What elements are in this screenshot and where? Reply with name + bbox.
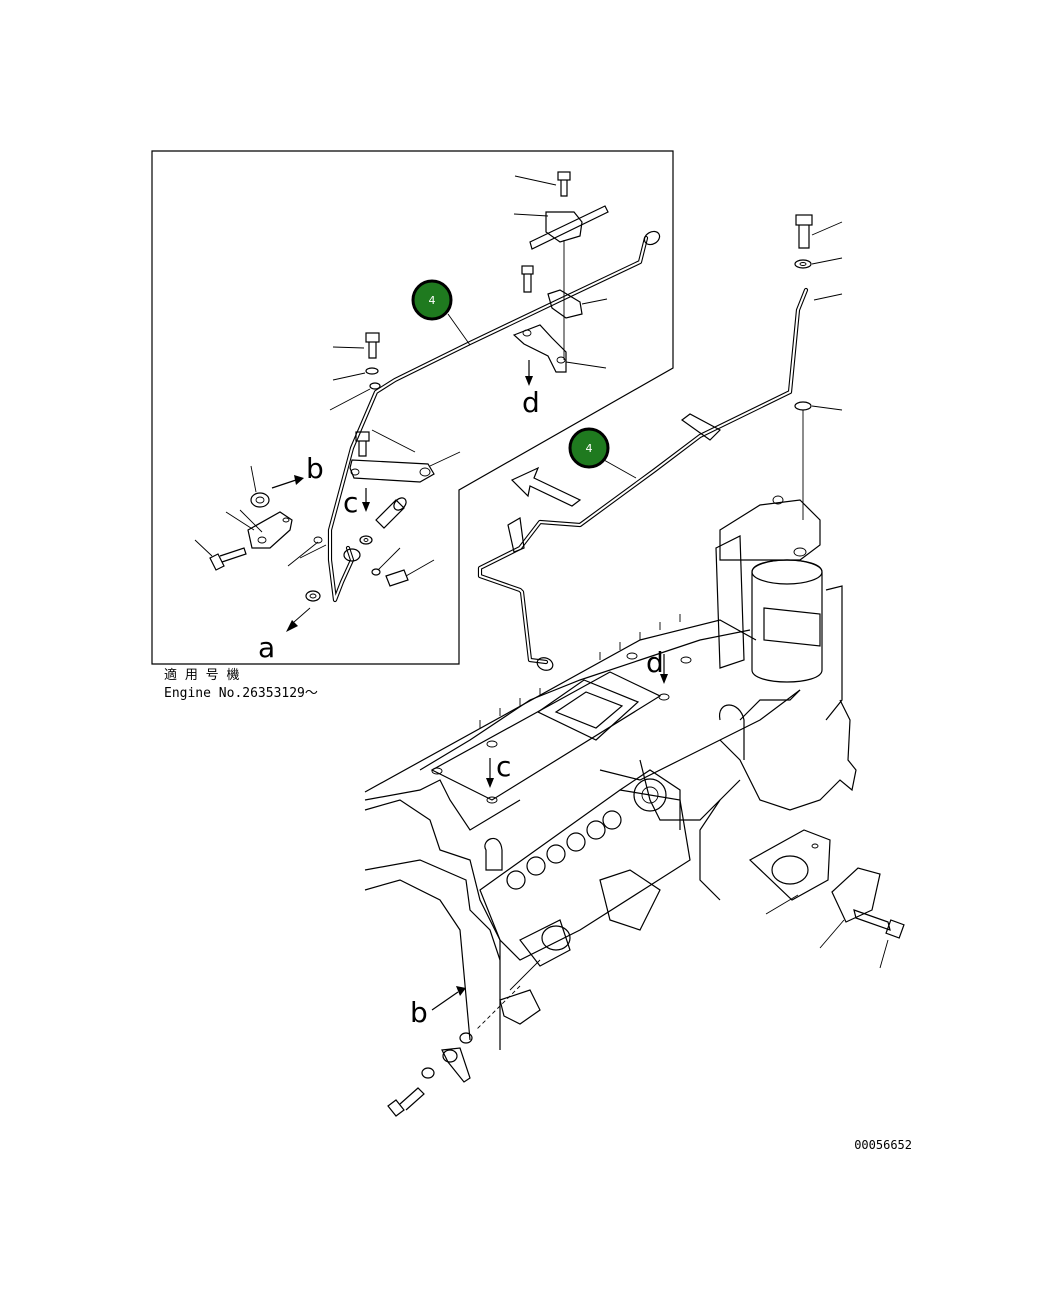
- inset-arrow-b: b: [271, 452, 324, 489]
- filter-housing: [715, 495, 843, 721]
- callout-4-inset: 4: [411, 279, 471, 346]
- main-assembly: 4: [364, 214, 905, 1117]
- main-pipe-clip-b: [680, 413, 721, 441]
- view-letter-d-main: d: [646, 646, 664, 679]
- view-letter-d-inset: d: [522, 386, 540, 419]
- main-arrow-b: b: [410, 986, 466, 1029]
- inset-bracket-lower: [512, 324, 607, 373]
- callout-number: 4: [586, 442, 593, 455]
- inset-frame: [151, 150, 674, 665]
- main-bolt-top: [794, 214, 843, 520]
- view-letter-b-main: b: [410, 996, 428, 1029]
- view-letter-b-inset: b: [306, 452, 324, 485]
- view-letter-c-inset: c: [343, 486, 358, 519]
- inset-note: 適 用 号 機 Engine No.26353129～: [164, 667, 318, 701]
- main-arrow-d: d: [646, 646, 668, 684]
- inset-pipe-clip: [547, 289, 608, 319]
- injection-pump: [479, 769, 691, 967]
- applicable-units-label: 適 用 号 機: [164, 667, 239, 683]
- inset-detail: d b c: [151, 150, 674, 665]
- inset-spacer: [250, 465, 270, 508]
- main-pipe-clip-a: [507, 517, 525, 553]
- inset-bolt-top: [514, 171, 571, 197]
- inset-bracket-left: [225, 509, 293, 549]
- engine-block: [364, 614, 857, 1050]
- view-letter-c-main: c: [496, 750, 511, 783]
- main-pipe-eye-fitting: [536, 657, 554, 671]
- inset-bolt-left-top: [329, 332, 381, 411]
- inset-bolt-right: [359, 497, 407, 545]
- inset-pipe: [327, 235, 649, 603]
- inset-link-plate: [349, 429, 461, 483]
- engine-number-label: Engine No.26353129～: [164, 686, 318, 701]
- callout-number: 4: [429, 294, 436, 307]
- drawing-number: 00056652: [854, 1138, 912, 1152]
- main-arrow-c: c: [486, 750, 511, 788]
- inset-lower-parts: [286, 536, 435, 632]
- main-lower-fittings: [387, 959, 541, 1117]
- inset-bolt-lower-left: [194, 539, 247, 571]
- inset-clamp: [513, 205, 609, 360]
- inset-pipe-eye-fitting: [643, 230, 661, 246]
- callout-4-main: 4: [568, 427, 637, 479]
- gasket-and-cover: [748, 829, 905, 969]
- inset-arrow-c: c: [343, 486, 370, 519]
- view-letter-a-inset: a: [258, 631, 275, 664]
- direction-arrow: [510, 466, 582, 507]
- inset-arrow-d: d: [522, 360, 540, 419]
- inset-bolt-mid: [521, 265, 534, 293]
